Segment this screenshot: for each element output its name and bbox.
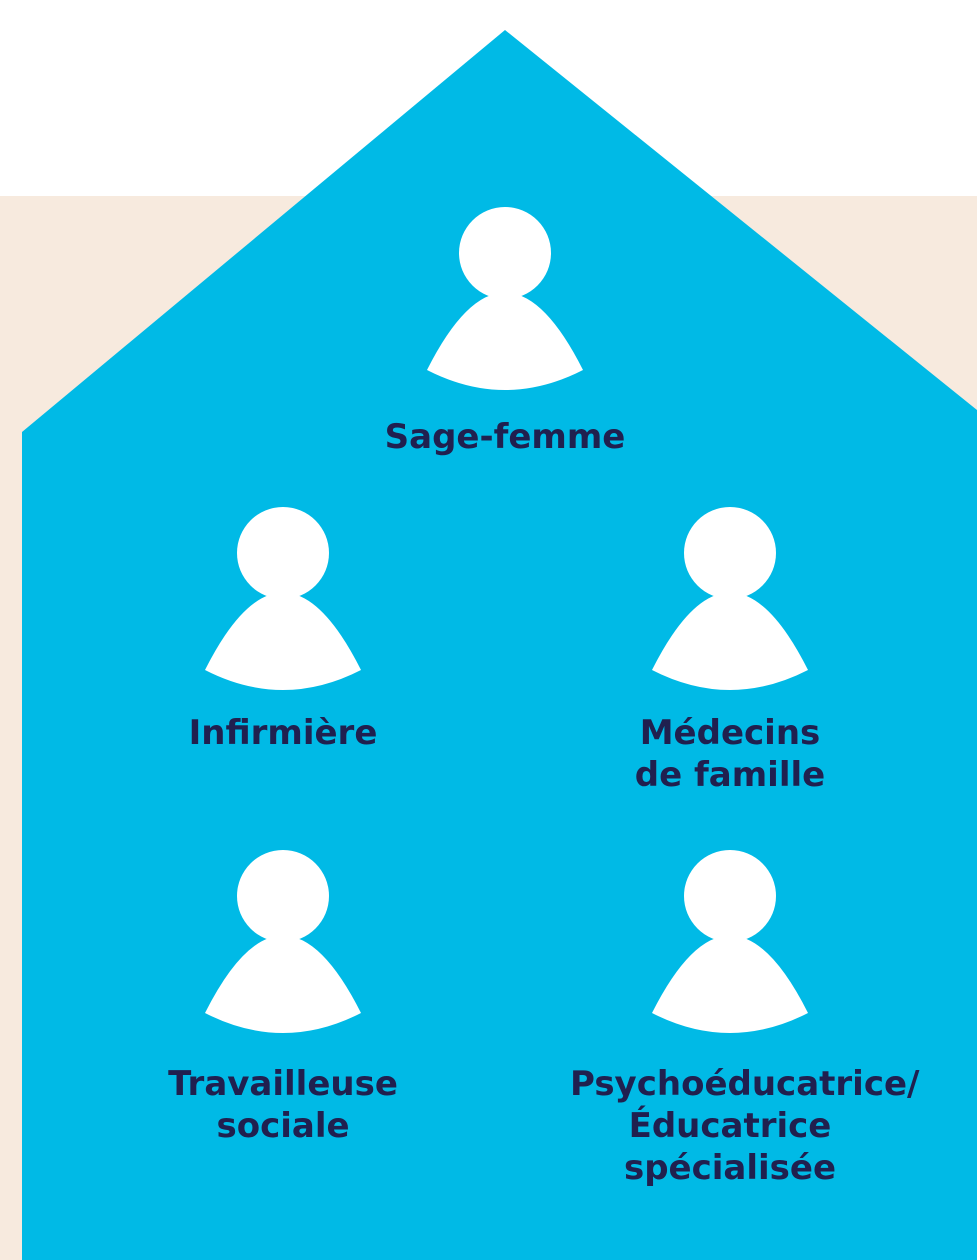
person-body (205, 935, 361, 1033)
person-body (652, 935, 808, 1033)
person-head (237, 850, 329, 942)
person-head (684, 507, 776, 599)
person-icon-sage-femme (425, 195, 585, 395)
person-body (652, 592, 808, 690)
person-icon-medecins-de-famille (650, 495, 810, 695)
role-label-psychoeducatrice: Psychoéducatrice/ Éducatrice spécialisée (570, 1064, 920, 1188)
person-icon-infirmiere (203, 495, 363, 695)
person-head (684, 850, 776, 942)
person-body (205, 592, 361, 690)
person-head (459, 207, 551, 299)
role-label-travailleuse-sociale: Travailleuse sociale (168, 1064, 398, 1146)
role-label-medecins-de-famille: Médecins de famille (634, 713, 826, 795)
role-label-infirmiere: Infirmière (188, 713, 378, 753)
person-icon-psychoeducatrice (650, 838, 810, 1038)
role-label-sage-femme: Sage-femme (384, 417, 626, 457)
person-head (237, 507, 329, 599)
person-body (427, 292, 583, 390)
person-icon-travailleuse-sociale (203, 838, 363, 1038)
